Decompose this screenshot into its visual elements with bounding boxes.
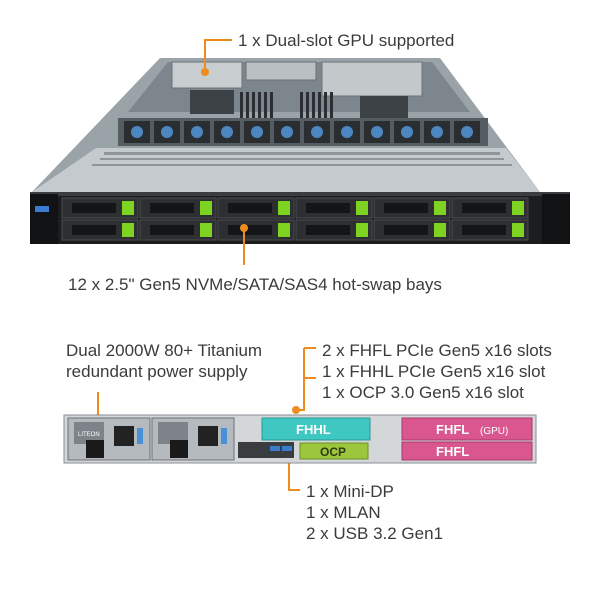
bays-callout-text: 12 x 2.5" Gen5 NVMe/SATA/SAS4 hot-swap b… bbox=[68, 275, 442, 294]
drive-bay bbox=[217, 197, 295, 219]
psu-2 bbox=[151, 417, 235, 461]
psu-handle bbox=[86, 440, 104, 458]
drive-bay bbox=[295, 197, 373, 219]
drive-bay bbox=[61, 219, 139, 241]
fhhl-slot-label: FHHL bbox=[296, 422, 331, 437]
drive-bay bbox=[373, 197, 451, 219]
usb-port bbox=[270, 446, 280, 451]
fhfl-slot-label: FHFL bbox=[436, 444, 469, 459]
rack-ear-left bbox=[30, 194, 58, 244]
psu-handle bbox=[170, 440, 188, 458]
gpu-callout-text: 1 x Dual-slot GPU supported bbox=[238, 31, 455, 50]
fhfl-gpu-slot bbox=[401, 417, 533, 441]
psu-brand-label: LITEON bbox=[78, 432, 100, 438]
fhfl-slot bbox=[401, 441, 533, 461]
rack-ear-right bbox=[542, 194, 570, 244]
slots-callout-line-2: 1 x FHHL PCIe Gen5 x16 slot bbox=[322, 362, 546, 381]
slots-callout-line-1: 2 x FHFL PCIe Gen5 x16 slots bbox=[322, 341, 552, 360]
bays-callout: 12 x 2.5" Gen5 NVMe/SATA/SAS4 hot-swap b… bbox=[68, 274, 442, 295]
rear-panel bbox=[63, 414, 537, 464]
ports-callout-line-2: 1 x MLAN bbox=[306, 503, 381, 522]
ports-callout-line-3: 2 x USB 3.2 Gen1 bbox=[306, 524, 444, 543]
drive-bay bbox=[139, 219, 217, 241]
psu-callout-line-1: Dual 2000W 80+ Titanium bbox=[66, 341, 263, 360]
cpu-socket-2 bbox=[360, 96, 408, 118]
ports-callout-line-1: 1 x Mini-DP bbox=[306, 482, 394, 501]
usb-port bbox=[282, 446, 292, 451]
memory-dimms bbox=[240, 92, 333, 118]
slots-callout: 2 x FHFL PCIe Gen5 x16 slots 1 x FHHL PC… bbox=[322, 340, 552, 403]
drive-bay bbox=[295, 219, 373, 241]
drive-bay bbox=[373, 219, 451, 241]
usb-port-front bbox=[35, 206, 49, 212]
drive-bay bbox=[451, 197, 529, 219]
psu-callout: Dual 2000W 80+ Titanium redundant power … bbox=[66, 340, 262, 382]
gpu-callout: 1 x Dual-slot GPU supported bbox=[238, 30, 454, 51]
ports-callout: 1 x Mini-DP 1 x MLAN 2 x USB 3.2 Gen1 bbox=[306, 481, 443, 544]
fhhl-slot bbox=[261, 417, 371, 441]
drive-bay bbox=[139, 197, 217, 219]
drive-bay bbox=[61, 197, 139, 219]
psu-callout-line-2: redundant power supply bbox=[66, 362, 248, 381]
fhfl-gpu-slot-label: FHFL bbox=[436, 422, 469, 437]
drive-bay bbox=[451, 219, 529, 241]
fan-row bbox=[118, 118, 488, 146]
drive-bays bbox=[61, 197, 529, 241]
ocp-slot-label: OCP bbox=[320, 445, 346, 459]
cpu-socket-1 bbox=[190, 90, 234, 114]
drive-bay bbox=[217, 219, 295, 241]
ocp-slot bbox=[299, 442, 369, 460]
slots-callout-line-3: 1 x OCP 3.0 Gen5 x16 slot bbox=[322, 383, 524, 402]
psu-1 bbox=[67, 417, 151, 461]
fhfl-gpu-suffix: (GPU) bbox=[480, 426, 508, 437]
